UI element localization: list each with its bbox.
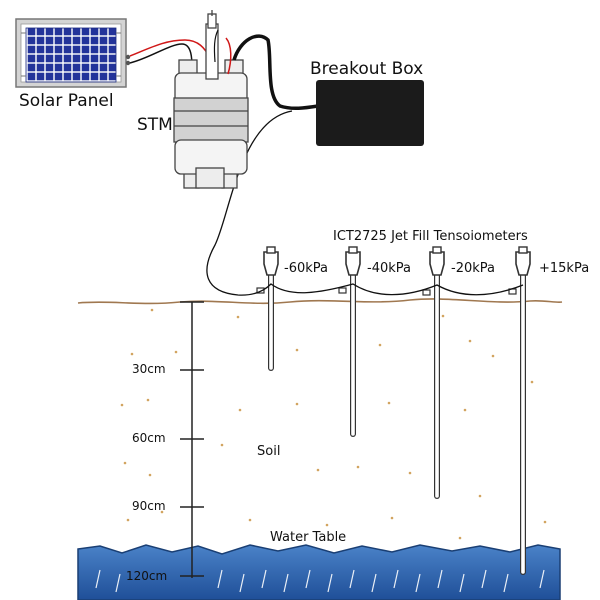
tensiometer-40kpa [338,246,361,437]
tensiometer-60kpa [256,246,279,371]
tensiometer-plus15kpa [508,246,531,575]
stm-logger [173,10,249,189]
depth-label-120cm: 120cm [126,569,168,583]
breakout-box [316,80,424,146]
soil-surface-line [77,298,563,305]
water-ripples [95,569,545,593]
depth-label-60cm: 60cm [132,431,166,445]
solar-wire-red [129,39,211,59]
tensiometer-label-20kpa: -20kPa [451,261,495,276]
depth-label-90cm: 90cm [132,499,166,513]
depth-label-30cm: 30cm [132,362,166,376]
water-table-label: Water Table [270,530,347,545]
depth-scale [180,301,204,578]
solar-panel [15,18,131,88]
tensiometer-label-40kpa: -40kPa [367,261,411,276]
stm-label: STM [137,115,173,135]
soil-particles [120,308,547,540]
water-table-area [77,544,561,600]
breakout-box-label: Breakout Box [310,59,424,79]
stm-wire-black [213,29,219,63]
sensor-cable [206,110,524,296]
tensiometer-label-60kpa: -60kPa [284,261,328,276]
tensiometers-title: ICT2725 Jet Fill Tensoiometers [333,229,528,244]
tensiometer-label-plus15kpa: +15kPa [539,261,590,276]
solar-panel-label: Solar Panel [19,91,114,111]
soil-label: Soil [257,444,281,459]
tensiometer-20kpa [422,246,445,499]
stm-wire-red [225,37,232,75]
stm-breakout-cable [232,34,319,111]
